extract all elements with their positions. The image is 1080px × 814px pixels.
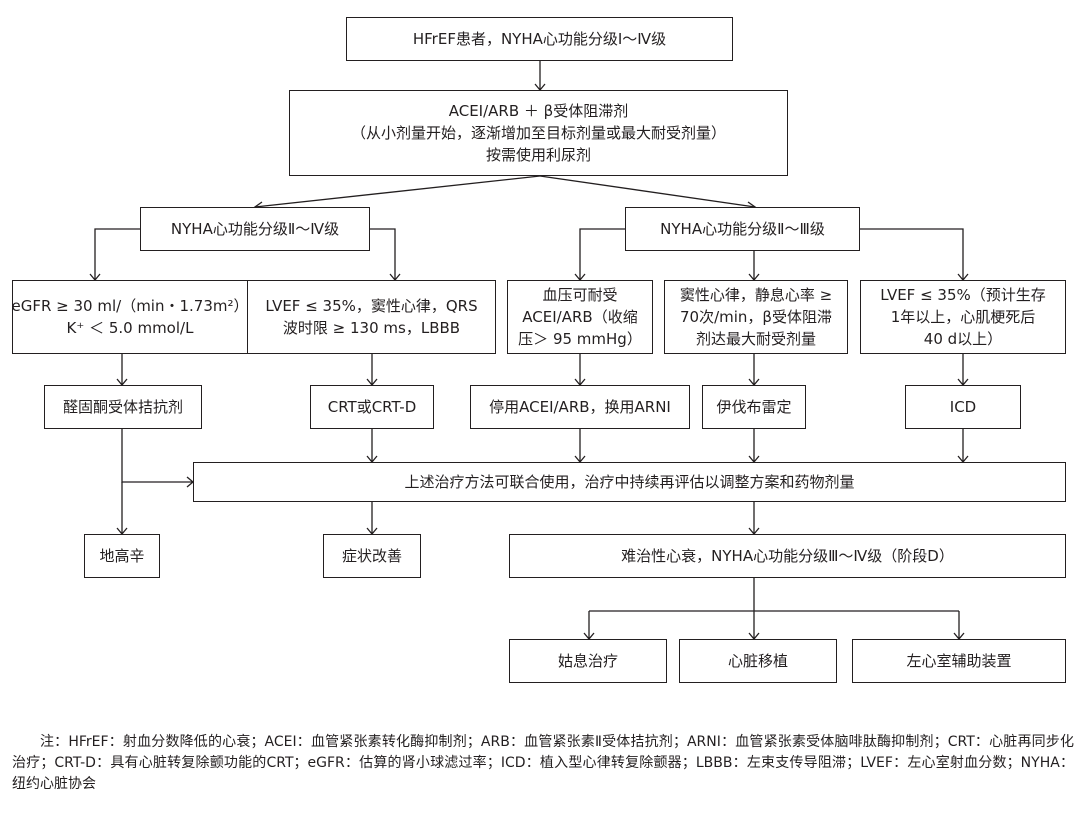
arrow-initial-to-nyha23 bbox=[539, 175, 756, 208]
crt-text: CRT或CRT-D bbox=[327, 398, 417, 416]
nyha-2-3-node: NYHA心功能分级Ⅱ～Ⅲ级 bbox=[625, 207, 860, 251]
refractory-hf-node: 难治性心衰，NYHA心功能分级Ⅲ～Ⅳ级（阶段D） bbox=[509, 534, 1066, 578]
lvef-qrs-condition-node: LVEF ≤ 35%，窦性心律，QRS 波时限 ≥ 130 ms，LBBB bbox=[247, 280, 496, 354]
ivabradine-node: 伊伐布雷定 bbox=[702, 385, 806, 429]
initial-therapy-line-2: （从小剂量开始，逐渐增加至目标剂量或最大耐受剂量） bbox=[350, 124, 726, 142]
lvef-qrs-line-2: 波时限 ≥ 130 ms，LBBB bbox=[282, 319, 461, 337]
bp-line-1: 血压可耐受 bbox=[542, 286, 618, 304]
lvad-node: 左心室辅助装置 bbox=[852, 639, 1066, 683]
arni-text: 停用ACEI/ARB，换用ARNI bbox=[489, 398, 671, 416]
start-node: HFrEF患者，NYHA心功能分级Ⅰ～Ⅳ级 bbox=[346, 17, 733, 61]
bp-line-2: ACEI/ARB（收缩 bbox=[522, 308, 638, 326]
symptom-improvement-node: 症状改善 bbox=[323, 534, 421, 578]
refractory-text: 难治性心衰，NYHA心功能分级Ⅲ～Ⅳ级（阶段D） bbox=[621, 547, 954, 565]
combined-therapy-node: 上述治疗方法可联合使用，治疗中持续再评估以调整方案和药物剂量 bbox=[193, 462, 1066, 502]
transplant-text: 心脏移植 bbox=[727, 652, 788, 670]
initial-therapy-node: ACEI/ARB ＋ β受体阻滞剂 （从小剂量开始，逐渐增加至目标剂量或最大耐受… bbox=[289, 90, 788, 176]
arni-node: 停用ACEI/ARB，换用ARNI bbox=[470, 385, 690, 429]
sinus-line-1: 窦性心律，静息心率 ≥ bbox=[679, 286, 833, 304]
egfr-condition-node: eGFR ≥ 30 ml/（min・1.73m²） K⁺ ＜ 5.0 mmol/… bbox=[11, 280, 249, 354]
arrow-initial-to-nyha24 bbox=[254, 175, 541, 208]
icd-text: ICD bbox=[949, 398, 977, 416]
footnote: 注：HFrEF：射血分数降低的心衰；ACEI：血管紧张素转化酶抑制剂；ARB：血… bbox=[12, 734, 1074, 792]
nyha-2-4-node: NYHA心功能分级Ⅱ～Ⅳ级 bbox=[140, 207, 370, 251]
arrow-nyha24-to-egfr bbox=[94, 228, 140, 280]
arrow-nyha23-to-bp bbox=[579, 228, 625, 280]
initial-therapy-line-1: ACEI/ARB ＋ β受体阻滞剂 bbox=[448, 102, 629, 120]
lvef-icd-line-3: 40 d以上） bbox=[923, 330, 1003, 348]
palliative-text: 姑息治疗 bbox=[557, 652, 618, 670]
start-node-text: HFrEF患者，NYHA心功能分级Ⅰ～Ⅳ级 bbox=[412, 30, 667, 48]
lvef-qrs-line-1: LVEF ≤ 35%，窦性心律，QRS bbox=[265, 297, 478, 315]
bp-condition-node: 血压可耐受 ACEI/ARB（收缩 压＞ 95 mmHg） bbox=[507, 280, 653, 354]
combined-text: 上述治疗方法可联合使用，治疗中持续再评估以调整方案和药物剂量 bbox=[404, 473, 855, 491]
digoxin-text: 地高辛 bbox=[99, 547, 145, 565]
sinus-condition-node: 窦性心律，静息心率 ≥ 70次/min，β受体阻滞 剂达最大耐受剂量 bbox=[664, 280, 848, 354]
initial-therapy-line-3: 按需使用利尿剂 bbox=[485, 146, 591, 164]
bp-line-3: 压＞ 95 mmHg） bbox=[518, 330, 642, 348]
arrow-nyha23-to-icdcond bbox=[860, 228, 964, 280]
nyha-2-3-text: NYHA心功能分级Ⅱ～Ⅲ级 bbox=[660, 220, 825, 238]
mra-node: 醛固酮受体拮抗剂 bbox=[44, 385, 202, 429]
heart-transplant-node: 心脏移植 bbox=[679, 639, 837, 683]
crt-node: CRT或CRT-D bbox=[310, 385, 434, 429]
mra-text: 醛固酮受体拮抗剂 bbox=[62, 398, 183, 416]
arrow-mra-to-combined bbox=[121, 429, 193, 483]
lvef-icd-condition-node: LVEF ≤ 35%（预计生存 1年以上，心肌梗死后 40 d以上） bbox=[860, 280, 1066, 354]
egfr-line-2: K⁺ ＜ 5.0 mmol/L bbox=[66, 319, 194, 337]
arrow-nyha24-to-lvef bbox=[370, 228, 396, 280]
egfr-line-1: eGFR ≥ 30 ml/（min・1.73m²） bbox=[11, 297, 249, 315]
icd-node: ICD bbox=[905, 385, 1021, 429]
sinus-line-2: 70次/min，β受体阻滞 bbox=[679, 308, 832, 326]
lvad-text: 左心室辅助装置 bbox=[906, 652, 1012, 670]
lvef-icd-line-1: LVEF ≤ 35%（预计生存 bbox=[880, 286, 1046, 304]
sinus-line-3: 剂达最大耐受剂量 bbox=[695, 330, 816, 348]
nyha-2-4-text: NYHA心功能分级Ⅱ～Ⅳ级 bbox=[170, 220, 340, 238]
symptom-text: 症状改善 bbox=[341, 547, 402, 565]
palliative-care-node: 姑息治疗 bbox=[509, 639, 667, 683]
ivabradine-text: 伊伐布雷定 bbox=[716, 398, 792, 416]
digoxin-node: 地高辛 bbox=[84, 534, 160, 578]
lvef-icd-line-2: 1年以上，心肌梗死后 bbox=[890, 308, 1036, 326]
